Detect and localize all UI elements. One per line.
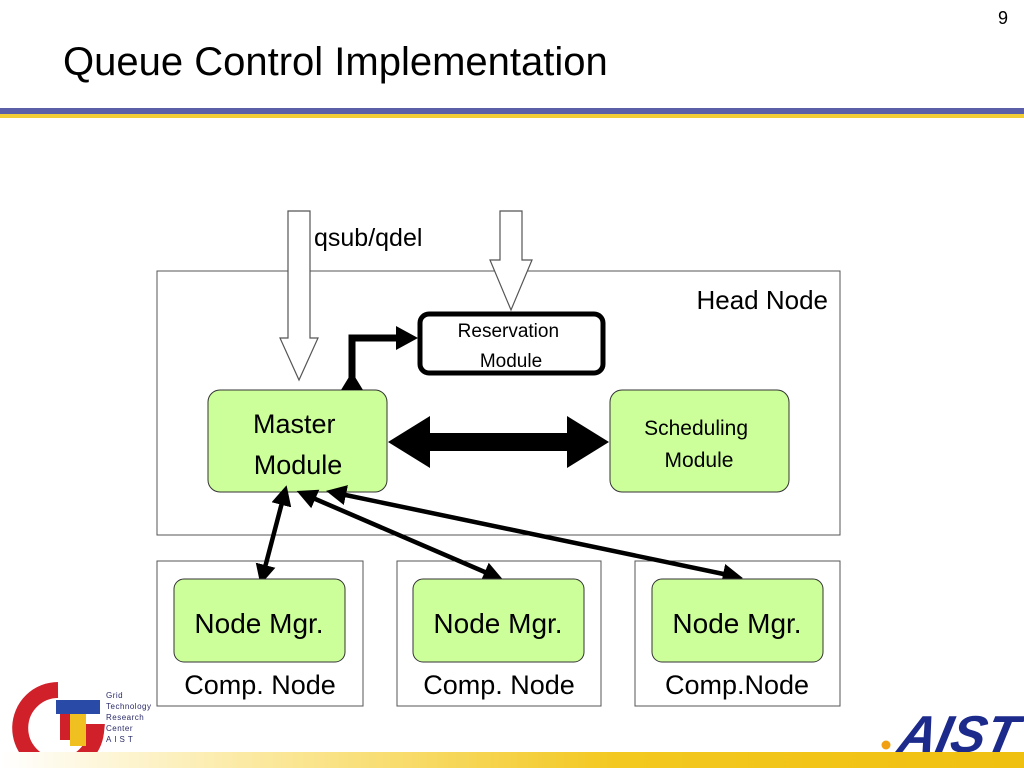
master-reservation-arrowhead-right [396, 326, 418, 350]
master-scheduling-arrow [388, 416, 609, 468]
command-label: qsub/qdel [314, 224, 422, 252]
reservation-module-line-1: Reservation [458, 321, 559, 342]
master-nodemgr-arrow-1 [255, 485, 292, 585]
node-mgr-box-3 [651, 578, 824, 663]
scheduling-module-line-2: Module [665, 449, 734, 472]
node-mgr-label-1: Node Mgr. [194, 608, 323, 639]
node-mgr-box-2 [412, 578, 585, 663]
gtrc-line-grid: Grid [106, 691, 124, 700]
head-node-label: Head Node [696, 285, 828, 315]
comp-node-label-3: Comp.Node [665, 670, 809, 700]
gtrc-line-technology: Technology [106, 702, 152, 711]
title-rule-yellow [0, 114, 1024, 118]
master-reservation-arrow [348, 334, 398, 378]
gtrc-line-aist: AIST [106, 735, 136, 744]
gtrc-line-research: Research [106, 713, 145, 722]
comp-node-label-1: Comp. Node [184, 670, 336, 700]
footer-gradient-bar [0, 752, 1024, 768]
master-nodemgr-arrow-3 [326, 485, 743, 584]
node-mgr-label-3: Node Mgr. [672, 608, 801, 639]
slide-title: Queue Control Implementation [63, 40, 608, 84]
slide-number: 9 [997, 8, 1008, 28]
qsub-arrow-right [489, 210, 533, 312]
master-module-line-2: Module [254, 450, 343, 480]
comp-node-label-2: Comp. Node [423, 670, 575, 700]
master-module-label: Master Module [253, 409, 343, 480]
node-mgr-label-2: Node Mgr. [433, 608, 562, 639]
node-mgr-box-1 [173, 578, 346, 663]
title-rule-purple [0, 108, 1024, 114]
scheduling-module-box [609, 389, 790, 493]
reservation-module-line-2: Module [480, 351, 542, 372]
reservation-module-label: Reservation Module [458, 321, 565, 372]
gtrc-line-center: Center [106, 724, 134, 733]
qsub-arrow-left [279, 210, 319, 382]
scheduling-module-line-1: Scheduling [644, 417, 748, 440]
master-reservation-arrowhead-up [341, 372, 363, 390]
master-module-line-1: Master [253, 409, 336, 439]
scheduling-module-label: Scheduling Module [644, 417, 754, 472]
gtrc-wordmark: Grid Technology Research Center AIST [106, 690, 151, 745]
reservation-module-box [417, 311, 606, 376]
